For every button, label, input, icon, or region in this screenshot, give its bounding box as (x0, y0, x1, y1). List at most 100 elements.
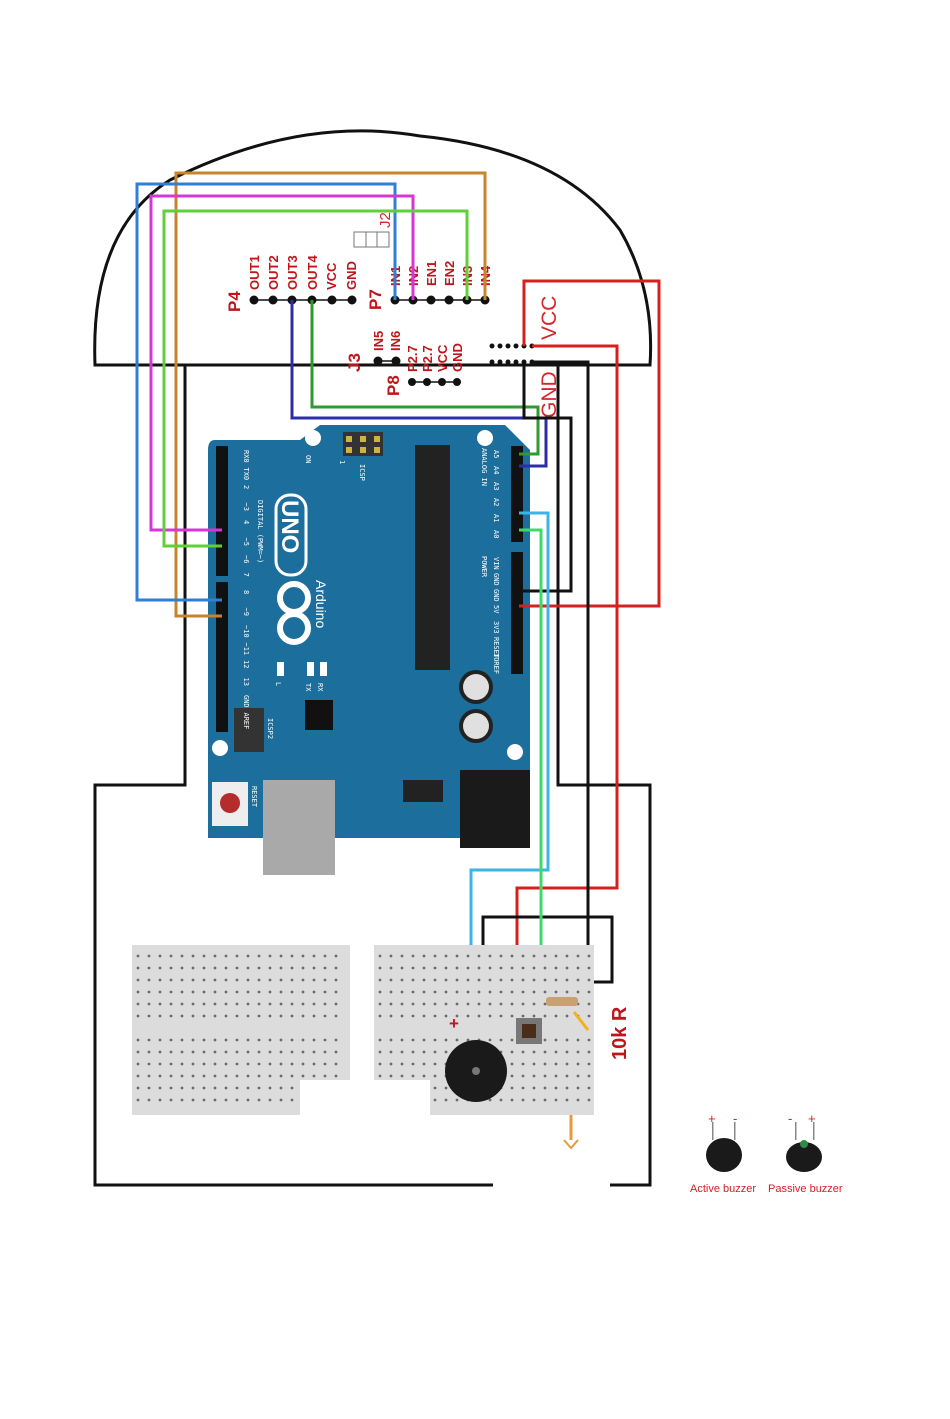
breadboard-hole (169, 990, 173, 994)
breadboard-hole (301, 966, 305, 970)
breadboard-hole (488, 978, 492, 982)
breadboard-hole (565, 1038, 569, 1042)
breadboard-hole (213, 1002, 217, 1006)
breadboard-hole (290, 1086, 294, 1090)
breadboard-hole (290, 1062, 294, 1066)
p7-pin-en1: EN1 (424, 261, 439, 286)
breadboard-hole (411, 1038, 415, 1042)
wire-blue (135, 182, 397, 602)
breadboard-hole (466, 978, 470, 982)
digital-pin-label-10: ~10 (242, 625, 250, 638)
icsp2-label: ICSP2 (266, 718, 274, 739)
p7-label: P7 (366, 289, 385, 310)
breadboard-hole (279, 1014, 283, 1018)
breadboard-hole (576, 1062, 580, 1066)
breadboard-hole (455, 1002, 459, 1006)
breadboard-hole (202, 1074, 206, 1078)
breadboard-components: + 10k R (445, 997, 631, 1150)
breadboard-hole (268, 1038, 272, 1042)
breadboard-hole (521, 1002, 525, 1006)
breadboard-hole (158, 1074, 162, 1078)
breadboard-hole (312, 978, 316, 982)
breadboard-hole (543, 966, 547, 970)
breadboard-hole (543, 1062, 547, 1066)
breadboard-hole (433, 1062, 437, 1066)
power-pin-label-6: IOREF (492, 653, 500, 674)
digital-pin-label-11: ~11 (242, 643, 250, 656)
breadboard-hole (433, 1038, 437, 1042)
breadboard-hole (290, 1050, 294, 1054)
breadboard-hole (400, 1062, 404, 1066)
breadboard-hole (279, 1062, 283, 1066)
breadboard-hole (301, 1014, 305, 1018)
breadboard-hole (400, 1014, 404, 1018)
breadboard-hole (257, 1050, 261, 1054)
breadboard-hole (213, 1098, 217, 1102)
breadboard-hole (290, 978, 294, 982)
breadboard-hole (136, 954, 140, 958)
breadboard-hole (158, 1086, 162, 1090)
breadboard-hole (235, 1014, 239, 1018)
p4-pin-labels: OUT1 OUT2 OUT3 OUT4 VCC GND (247, 255, 359, 290)
arduino-model: UNO (276, 500, 303, 553)
breadboard-hole (587, 1098, 591, 1102)
breadboard-hole (411, 1014, 415, 1018)
breadboard-hole (268, 1062, 272, 1066)
breadboard-hole (433, 1002, 437, 1006)
j3-connector: J3 IN5 IN6 (345, 331, 403, 372)
breadboard-hole (136, 1014, 140, 1018)
breadboard-hole (499, 1002, 503, 1006)
breadboard-hole (477, 990, 481, 994)
breadboard-hole (246, 954, 250, 958)
active-buzzer-label: Active buzzer (690, 1183, 756, 1195)
breadboard-hole (191, 990, 195, 994)
digital-pin-label-15: AREF (242, 713, 250, 730)
breadboard-hole (169, 1050, 173, 1054)
breadboard-hole (323, 978, 327, 982)
breadboard-hole (246, 1014, 250, 1018)
breadboard-hole (400, 954, 404, 958)
breadboard-hole (565, 954, 569, 958)
breadboard-hole (224, 1086, 228, 1090)
breadboard-hole (521, 1086, 525, 1090)
breadboard-hole (543, 978, 547, 982)
breadboard-hole (290, 1074, 294, 1078)
breadboard-hole (488, 1038, 492, 1042)
breadboard-hole (202, 990, 206, 994)
breadboard-hole (158, 978, 162, 982)
breadboard-hole (532, 1002, 536, 1006)
breadboard-hole (477, 954, 481, 958)
breadboard-hole (400, 1038, 404, 1042)
breadboard-hole (433, 1098, 437, 1102)
breadboard-hole (279, 978, 283, 982)
wire-red-5v (515, 344, 619, 960)
breadboard-hole (554, 1050, 558, 1054)
breadboard-hole (576, 978, 580, 982)
breadboard-hole (257, 1038, 261, 1042)
breadboard-hole (532, 1074, 536, 1078)
breadboard-hole (235, 954, 239, 958)
digital-pin-label-8: 8 (242, 590, 250, 594)
breadboard-hole (202, 1038, 206, 1042)
breadboard-hole (301, 1002, 305, 1006)
breadboard-hole (499, 1098, 503, 1102)
breadboard-hole (422, 1002, 426, 1006)
breadboard-hole (378, 1062, 382, 1066)
wire-red-vcc (519, 279, 661, 608)
breadboard-hole (279, 966, 283, 970)
breadboard-hole (257, 990, 261, 994)
breadboard-hole (279, 1086, 283, 1090)
breadboard-hole (422, 978, 426, 982)
breadboard-hole (323, 1002, 327, 1006)
breadboard-hole (312, 1074, 316, 1078)
breadboard-hole (477, 978, 481, 982)
breadboard-hole (290, 1002, 294, 1006)
breadboard-hole (268, 990, 272, 994)
breadboard-hole (422, 954, 426, 958)
breadboard-hole (169, 1074, 173, 1078)
breadboard-hole (180, 1074, 184, 1078)
breadboard-hole (499, 954, 503, 958)
breadboard-hole (191, 1098, 195, 1102)
breadboard-hole (312, 954, 316, 958)
